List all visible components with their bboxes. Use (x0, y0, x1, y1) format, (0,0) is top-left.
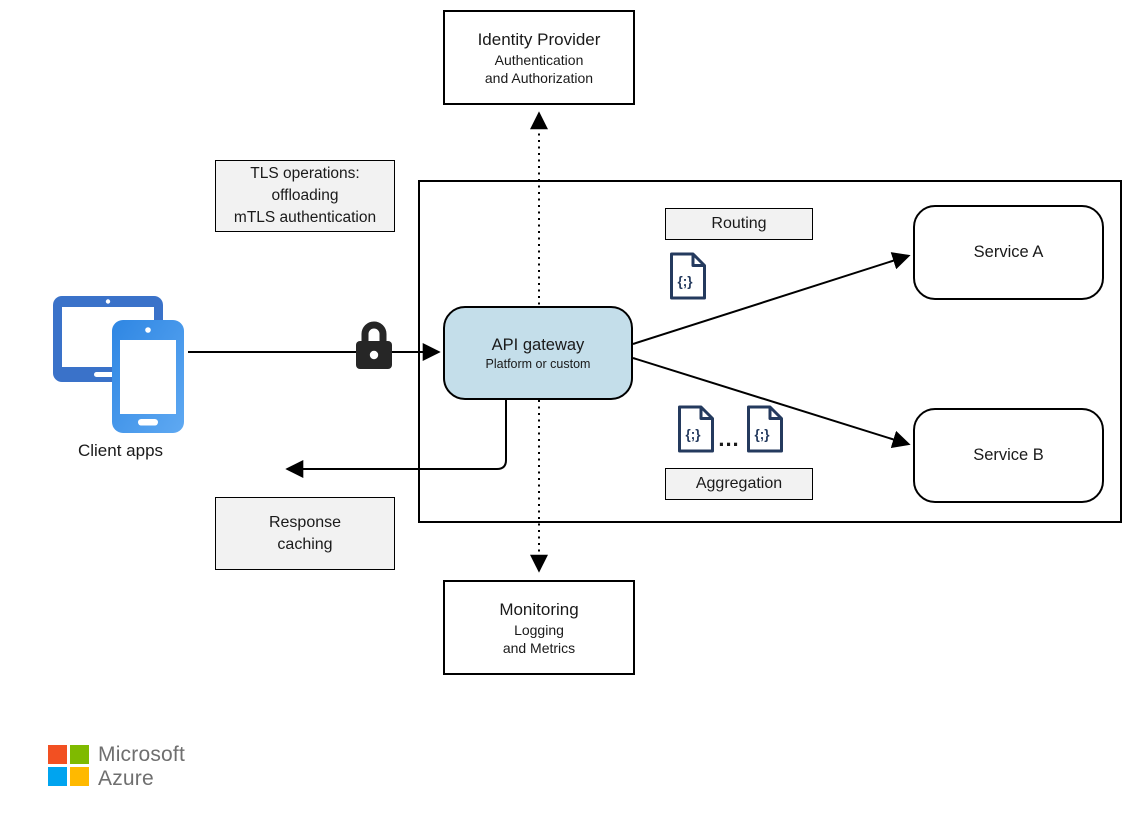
brand-azure: Azure (98, 767, 154, 790)
aggregation-label: Aggregation (665, 468, 813, 500)
microsoft-azure-logo: Microsoft Azure (48, 743, 185, 791)
tls-line1: TLS operations: (250, 165, 360, 182)
tls-line3: mTLS authentication (233, 209, 377, 226)
ms-square-yellow (70, 767, 89, 786)
monitoring-subtitle2: and Metrics (502, 639, 576, 656)
ellipsis-text: ... (718, 426, 740, 451)
microsoft-logo-icon (48, 745, 89, 791)
tls-operations-label: TLS operations: offloading mTLS authenti… (215, 160, 395, 232)
client-devices-icon (53, 296, 184, 433)
identity-provider-subtitle2: and Authorization (484, 69, 594, 86)
json-document-icon: {;} (747, 405, 783, 453)
gateway-boundary-box (418, 180, 1122, 523)
monitoring-box: Monitoring Logging and Metrics (443, 580, 635, 675)
brand-microsoft: Microsoft (98, 743, 185, 766)
api-gateway-box: API gateway Platform or custom (443, 306, 633, 400)
lock-icon (356, 321, 392, 369)
json-document-icon: {;} (678, 405, 714, 453)
svg-text:{;}: {;} (677, 274, 693, 289)
ms-square-red (48, 745, 67, 764)
monitoring-subtitle: Logging (514, 621, 564, 638)
routing-label: Routing (665, 208, 813, 240)
api-gateway-subtitle: Platform or custom (485, 356, 591, 371)
response-caching-label: Response caching (215, 497, 395, 570)
identity-provider-subtitle: Authentication (494, 51, 584, 68)
arrow-gateway-to-service-b (632, 357, 911, 449)
identity-provider-box: Identity Provider Authentication and Aut… (443, 10, 635, 105)
response-caching-line2: caching (277, 535, 333, 553)
identity-provider-title: Identity Provider (477, 29, 601, 49)
svg-text:{;}: {;} (685, 427, 701, 442)
tls-line2: offloading (271, 187, 339, 204)
ms-square-green (70, 745, 89, 764)
client-apps-label: Client apps (77, 441, 164, 460)
monitoring-title: Monitoring (499, 599, 579, 619)
ms-square-blue (48, 767, 67, 786)
service-b-box: Service B (913, 408, 1104, 503)
arrow-gateway-to-service-a (632, 252, 911, 345)
svg-text:{;}: {;} (754, 427, 770, 442)
arrow-gateway-to-response-caching (285, 400, 507, 478)
json-document-icon: {;} (670, 252, 706, 300)
service-a-box: Service A (913, 205, 1104, 300)
api-gateway-title: API gateway (491, 335, 585, 354)
response-caching-line1: Response (268, 513, 342, 531)
